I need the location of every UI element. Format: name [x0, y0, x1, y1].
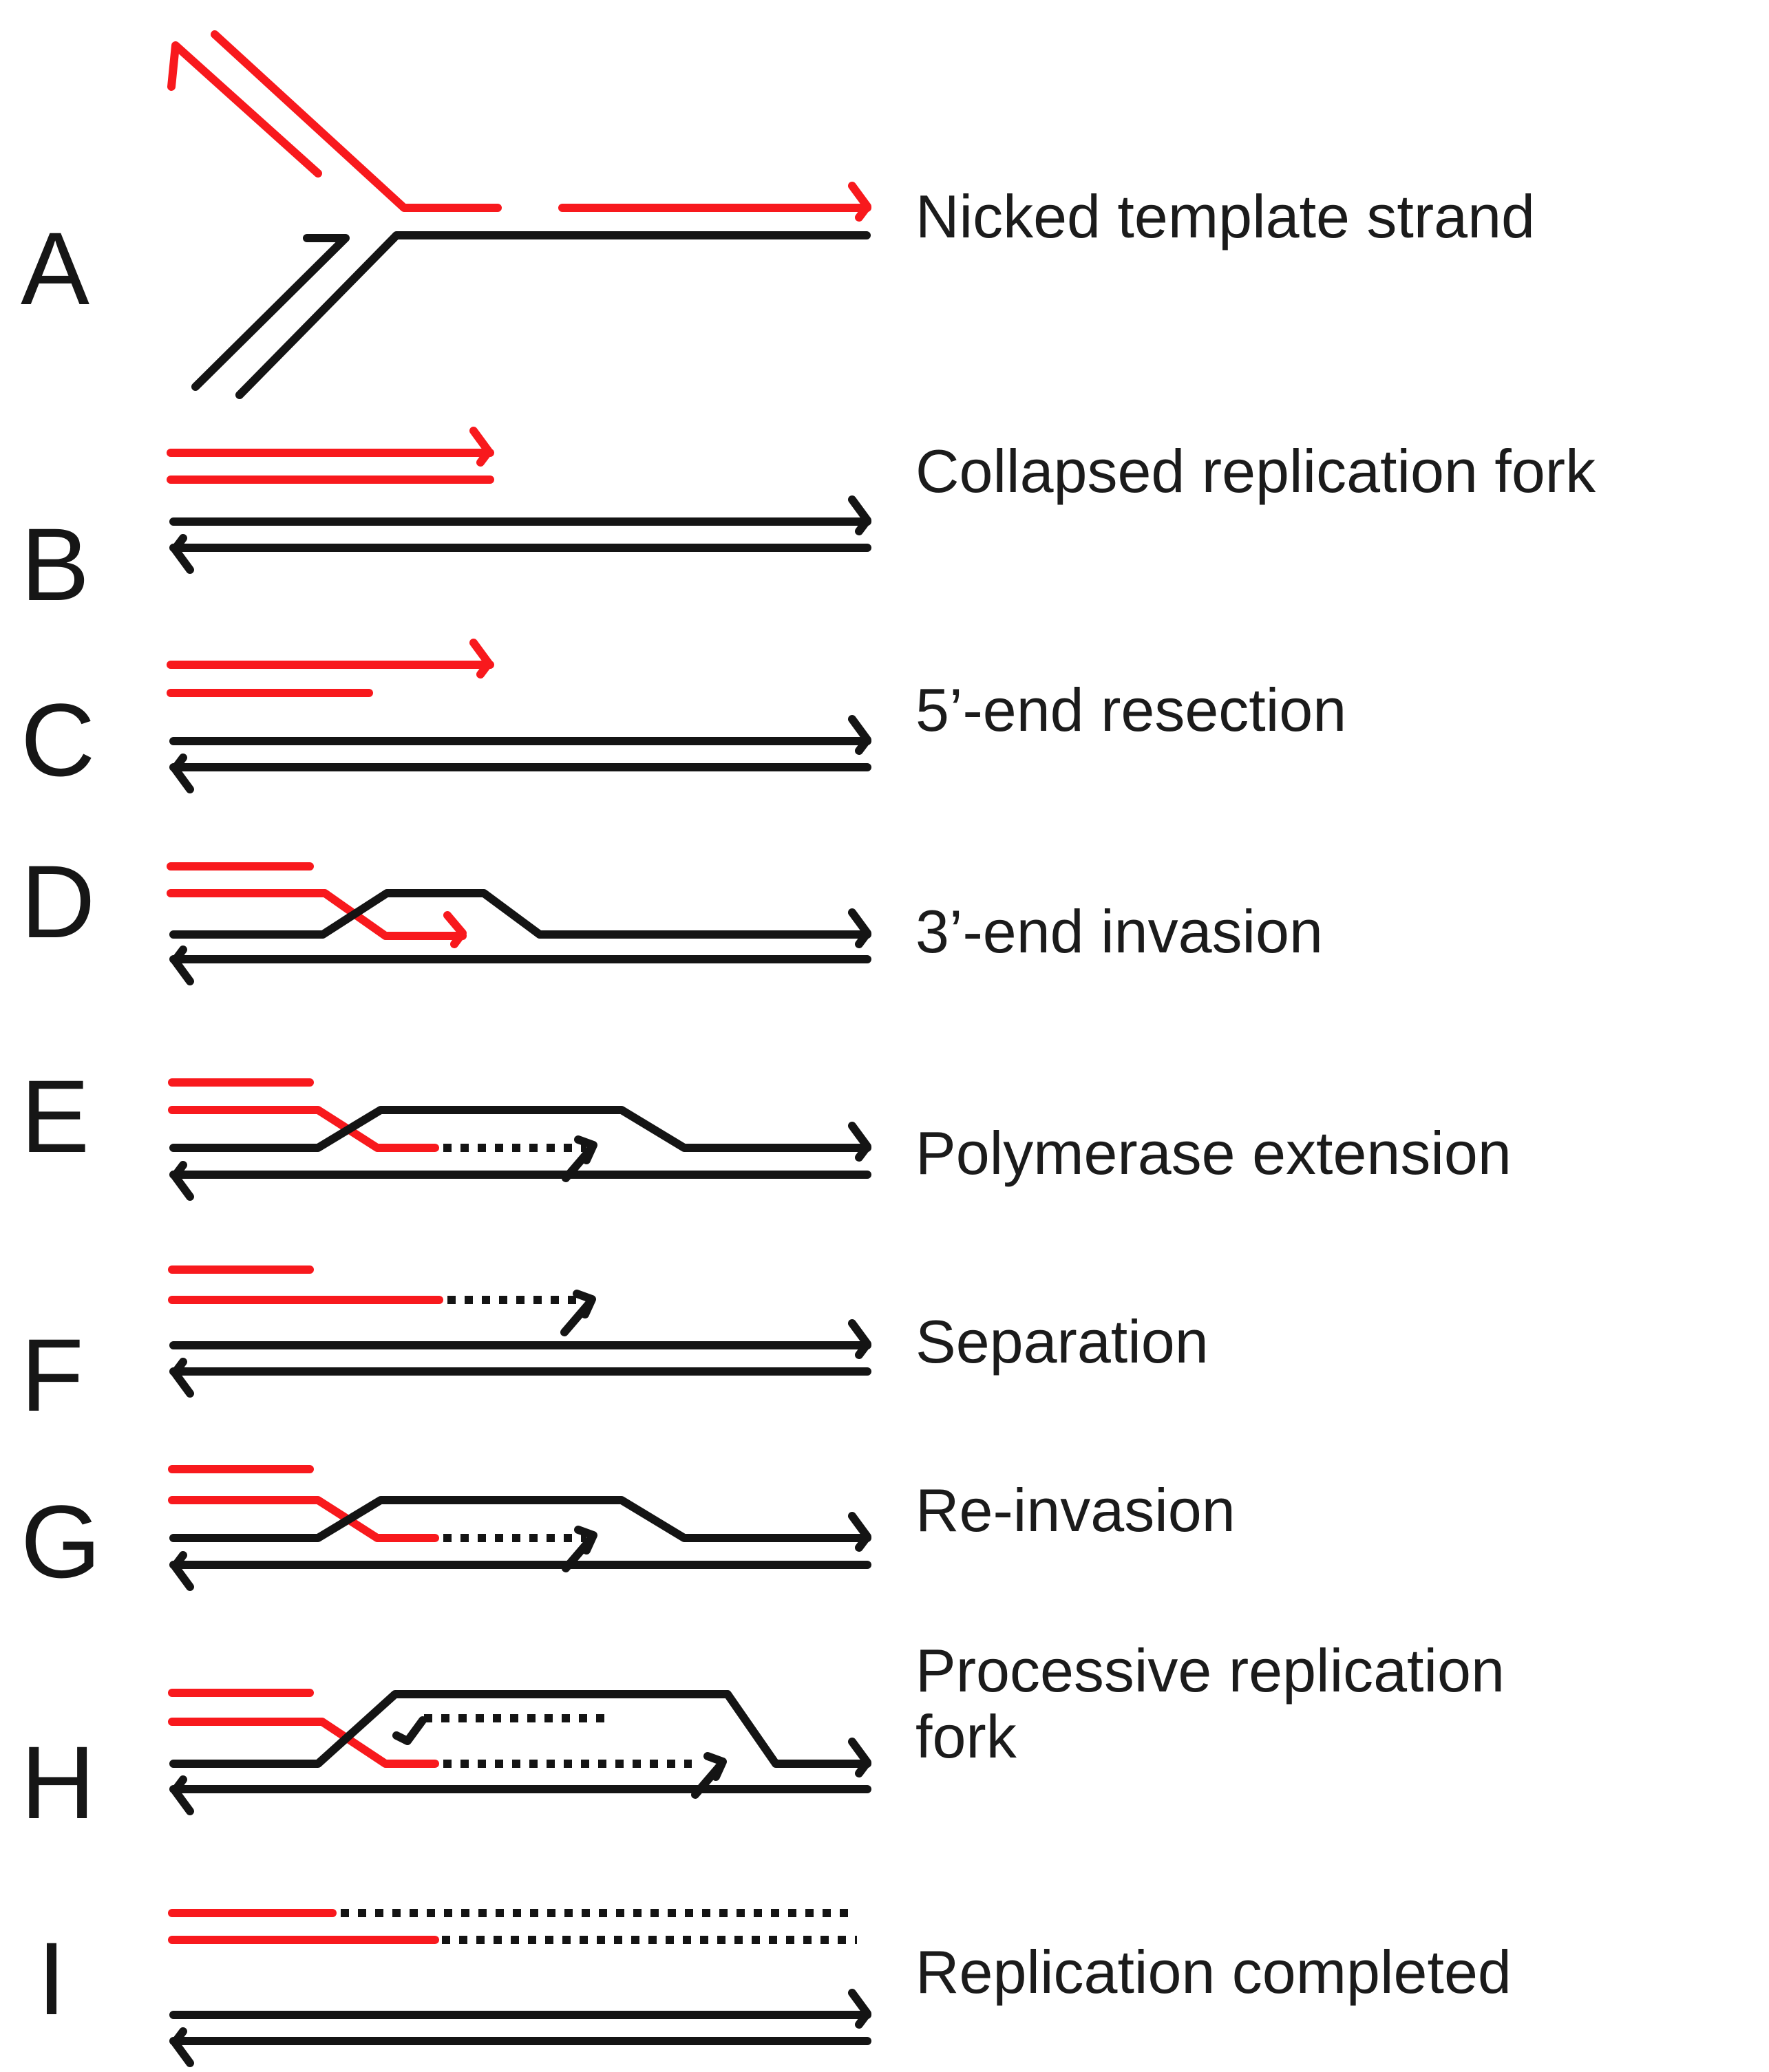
panel-c-black-arrowhead-r [848, 715, 871, 755]
panel-d-label: 3’-end invasion [915, 897, 1323, 965]
panel-h-lagging-arrow-left [392, 1716, 427, 1745]
panel-i-letter: I [37, 1921, 66, 2036]
panel-c-label: 5’-end resection [915, 676, 1347, 744]
panel-i-black-arrowhead-l [171, 2027, 194, 2067]
panel-h-letter: H [21, 1724, 96, 1840]
panel-b-label: Collapsed replication fork [915, 437, 1596, 505]
panel-d-template-top-dloop [169, 889, 871, 939]
panel-f-dotted-arrow-barb [573, 1290, 596, 1318]
panel-h-template-top-bubble [169, 1690, 871, 1768]
panel-g-dotted-arrow-barb [574, 1526, 597, 1555]
panel-g-black-arrowhead-r [848, 1512, 871, 1552]
panel-h-invading-3-end [168, 1718, 439, 1768]
panel-c-black-arrowhead-l [171, 754, 194, 793]
panel-d-black-arrowhead-l [171, 946, 194, 985]
panel-g-black-arrowhead-l [171, 1551, 194, 1591]
panel-a-template-strand-fork [235, 231, 871, 399]
panel-b-black-arrowhead-l [171, 534, 194, 574]
panel-a-label: Nicked template strand [915, 182, 1535, 250]
panel-b-black-arrowhead-r [848, 495, 871, 535]
panel-b-letter: B [21, 506, 90, 622]
panel-g-letter: G [21, 1484, 101, 1599]
panel-d-invading-3-end [167, 889, 467, 940]
panel-e-label: Polymerase extension [915, 1119, 1512, 1187]
panel-e-dotted-arrow-barb [574, 1135, 597, 1164]
panel-d-letter: D [21, 844, 96, 959]
panel-g-label: Re-invasion [915, 1476, 1236, 1544]
panel-c-red-arrowhead [469, 639, 493, 679]
panel-a-lagging-hook-strand [191, 234, 350, 391]
panel-i-black-arrowhead-r [848, 1989, 871, 2029]
panel-f-black-arrowhead-r [848, 1319, 871, 1359]
panel-h-black-arrowhead-r [848, 1738, 871, 1777]
panel-e-letter: E [21, 1058, 90, 1174]
panel-f-letter: F [21, 1317, 84, 1433]
panel-g-template-top-dloop [169, 1496, 871, 1542]
panel-h-black-arrowhead-l [171, 1775, 194, 1815]
panel-c-letter: C [21, 682, 96, 798]
panel-h-label: Processive replication fork [915, 1636, 1505, 1771]
panel-a-red-arrowhead [848, 182, 871, 222]
panel-e-template-top-dloop [169, 1106, 871, 1152]
panel-d-red-arrow-hook [443, 911, 467, 948]
panel-e-invading-3-end [168, 1106, 439, 1152]
panel-i-label: Replication completed [915, 1938, 1512, 2006]
panel-a-red-diagonal-arm [211, 30, 502, 212]
panel-f-label: Separation [915, 1307, 1209, 1376]
panel-g-invading-3-end [168, 1496, 439, 1542]
panel-f-black-arrowhead-l [171, 1358, 194, 1398]
panel-h-leading-arrow-barb [703, 1752, 727, 1781]
panel-a-red-diagonal-arm-arrow [167, 41, 322, 178]
panel-e-black-arrowhead-r [848, 1122, 871, 1162]
panel-e-black-arrowhead-l [171, 1161, 194, 1201]
panel-a-letter: A [21, 211, 90, 326]
panel-d-black-arrowhead-r [848, 908, 871, 948]
panel-b-red-arrowhead [469, 427, 493, 467]
